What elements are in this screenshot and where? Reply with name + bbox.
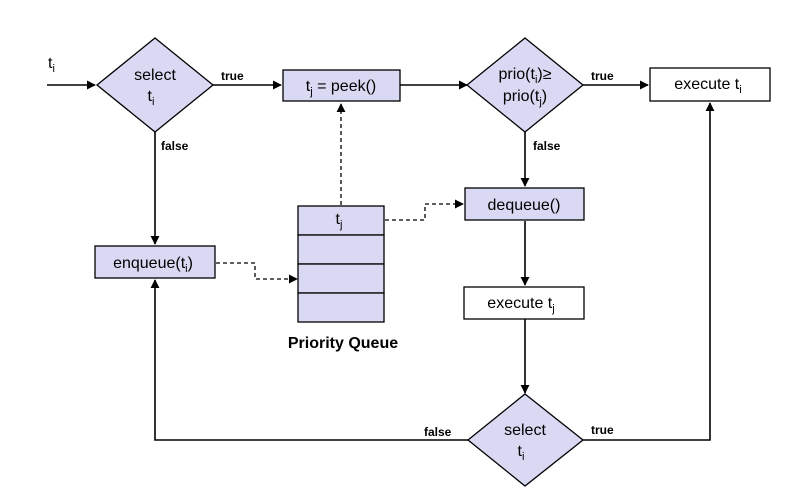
- svg-text:tj = peek(): tj = peek(): [306, 78, 377, 98]
- label-select-false: false: [161, 139, 189, 153]
- label-bottom-false: false: [424, 425, 452, 439]
- decision-select-top: select ti: [95, 37, 215, 133]
- svg-text:dequeue(): dequeue(): [488, 197, 561, 214]
- process-enqueue: enqueue(ti): [94, 245, 216, 279]
- label-bottom-true: true: [591, 423, 614, 437]
- svg-text:execute ti: execute ti: [674, 76, 741, 96]
- svg-text:select: select: [134, 67, 176, 84]
- queue-top-item: tj: [336, 211, 343, 231]
- input-label: ti: [48, 55, 55, 75]
- queue-slot-4: [297, 292, 385, 323]
- svg-text:execute tj: execute tj: [487, 295, 554, 315]
- process-execute-i: execute ti: [649, 67, 771, 102]
- label-prio-false: false: [533, 139, 561, 153]
- svg-text:ti: ti: [148, 88, 155, 108]
- edge-queue-to-dequeue: [385, 199, 464, 221]
- edge-select-false-to-enqueue-loop: [150, 279, 468, 441]
- priority-queue: tj Priority Queue: [288, 205, 398, 352]
- decision-select-bottom: select ti: [466, 393, 585, 487]
- label-select-true: true: [221, 69, 244, 83]
- process-execute-j: execute tj: [463, 286, 585, 320]
- svg-text:prio(tj): prio(tj): [503, 88, 547, 108]
- process-dequeue: dequeue(): [464, 187, 585, 221]
- decision-priority-compare: prio(ti)≥ prio(tj): [465, 37, 585, 133]
- dashed-connectors: [216, 103, 464, 284]
- svg-text:enqueue(ti): enqueue(ti): [113, 255, 193, 275]
- edge-enqueue-to-queue: [216, 262, 298, 284]
- label-prio-true: true: [591, 69, 614, 83]
- queue-slot-2: [297, 234, 385, 265]
- svg-text:ti: ti: [518, 443, 525, 463]
- svg-text:prio(ti)≥: prio(ti)≥: [498, 66, 551, 86]
- solid-connectors: [47, 80, 715, 441]
- process-peek: tj = peek(): [282, 69, 401, 102]
- queue-slot-3: [297, 263, 385, 294]
- queue-caption: Priority Queue: [288, 335, 398, 352]
- edge-select-true-to-execute-i: [583, 102, 715, 441]
- svg-text:select: select: [504, 422, 546, 439]
